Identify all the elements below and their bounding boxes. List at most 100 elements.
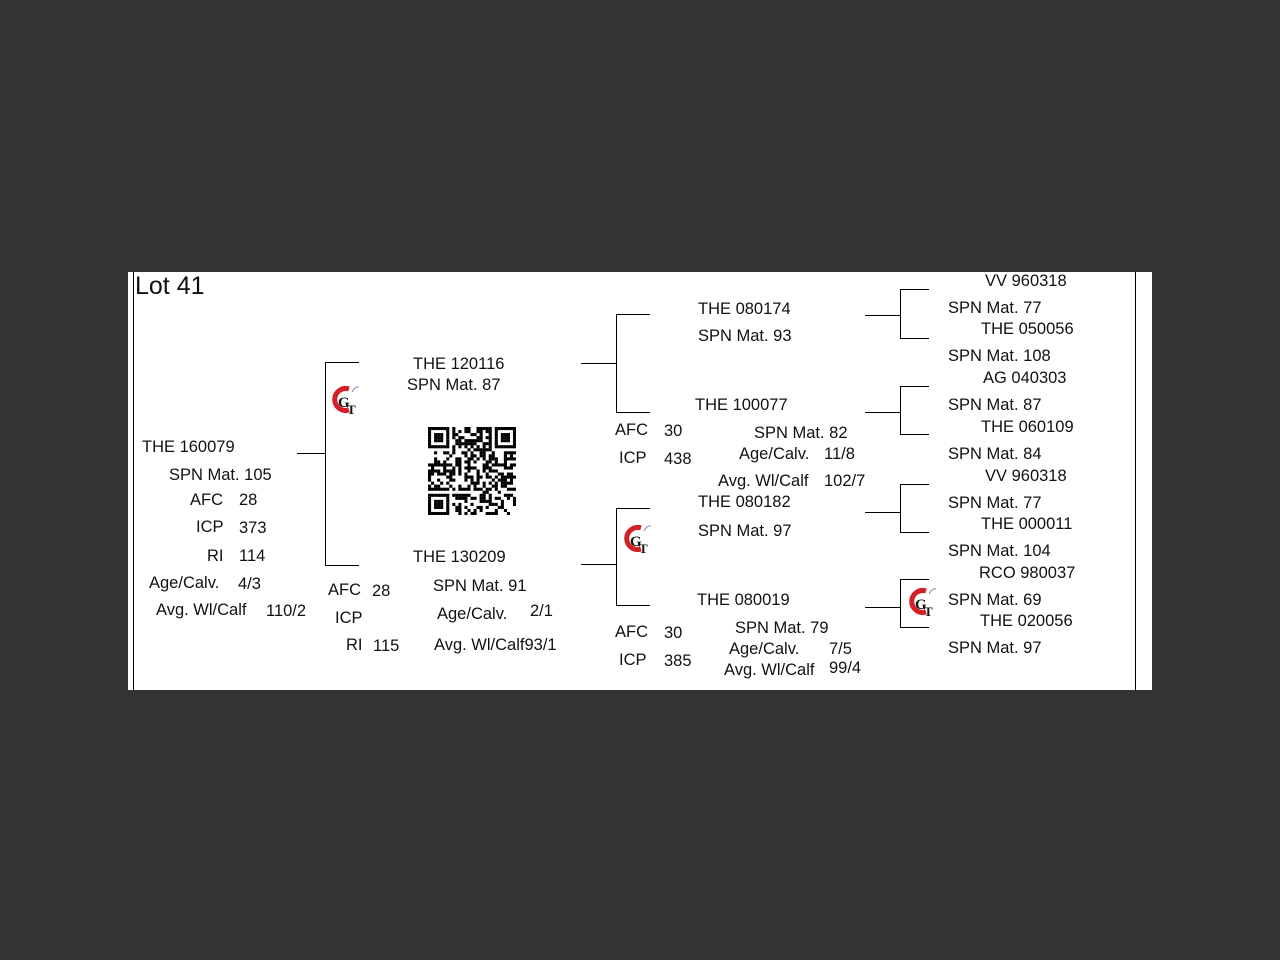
connector xyxy=(616,508,617,605)
qr-module xyxy=(470,439,474,443)
qr-module xyxy=(512,427,516,431)
svg-text:G: G xyxy=(338,395,350,411)
qr-module xyxy=(452,451,456,455)
qr-module xyxy=(458,493,462,497)
gen3-8-spn: SPN Mat. 97 xyxy=(948,639,1042,657)
qr-module xyxy=(473,433,477,437)
qr-module xyxy=(470,466,474,470)
ds-spn: SPN Mat. 97 xyxy=(698,522,792,540)
qr-module xyxy=(485,472,489,476)
qr-module xyxy=(434,439,438,443)
qr-module xyxy=(491,478,495,482)
qr-module xyxy=(428,463,432,467)
qr-module xyxy=(434,457,438,461)
qr-module xyxy=(434,493,438,497)
gen3-6-id: THE 000011 xyxy=(981,515,1073,533)
qr-module xyxy=(467,463,471,467)
qr-module xyxy=(467,457,471,461)
dd-afc-label: AFC xyxy=(615,623,648,641)
qr-module xyxy=(482,493,486,497)
qr-module xyxy=(440,436,444,440)
gen3-4-spn: SPN Mat. 84 xyxy=(948,445,1042,463)
gen3-7-id: RCO 980037 xyxy=(979,564,1076,582)
qr-module xyxy=(473,460,477,464)
qr-module xyxy=(431,487,435,491)
connector xyxy=(900,386,929,387)
qr-module xyxy=(488,445,492,449)
qr-module xyxy=(443,469,447,473)
qr-module xyxy=(437,445,441,449)
svg-text:G: G xyxy=(915,597,927,613)
animal-icp: 373 xyxy=(239,519,267,537)
qr-module xyxy=(431,427,435,431)
qr-module xyxy=(428,502,432,506)
qr-module xyxy=(482,451,486,455)
qr-module xyxy=(506,451,510,455)
qr-module xyxy=(470,445,474,449)
qr-module xyxy=(500,502,504,506)
qr-module xyxy=(458,469,462,473)
sd-id: THE 100077 xyxy=(695,396,788,414)
svg-text:T: T xyxy=(347,402,356,417)
connector xyxy=(325,362,359,363)
connector xyxy=(616,508,650,509)
gen3-5-id: VV 960318 xyxy=(985,467,1067,485)
qr-module xyxy=(500,427,504,431)
qr-module xyxy=(428,472,432,476)
qr-module xyxy=(473,511,477,515)
connector xyxy=(900,484,929,485)
sd-age-label: Age/Calv. xyxy=(739,445,810,463)
gt-logo-icon: G T xyxy=(332,386,360,417)
qr-module xyxy=(461,436,465,440)
qr-module xyxy=(494,487,498,491)
qr-module xyxy=(485,430,489,434)
connector xyxy=(297,453,325,454)
qr-module xyxy=(458,508,462,513)
connector xyxy=(865,607,900,608)
connector xyxy=(325,565,359,566)
qr-module xyxy=(470,475,474,479)
qr-module xyxy=(503,478,507,482)
qr-module xyxy=(488,442,492,446)
qr-module xyxy=(437,472,441,476)
qr-module xyxy=(479,499,483,503)
qr-module xyxy=(479,493,483,497)
qr-module xyxy=(509,478,514,482)
qr-module xyxy=(506,445,510,449)
qr-module xyxy=(482,496,486,500)
qr-module xyxy=(497,472,501,476)
qr-module xyxy=(428,445,432,449)
gen3-4-id: THE 060109 xyxy=(981,418,1074,436)
qr-module xyxy=(494,463,498,467)
qr-module xyxy=(509,451,514,455)
qr-module xyxy=(488,427,492,431)
gen3-8-id: THE 020056 xyxy=(980,612,1073,630)
gt-logo-icon: G T xyxy=(624,525,652,556)
dd-afc: 30 xyxy=(664,624,683,642)
dam-ri-label: RI xyxy=(346,636,363,654)
qr-module xyxy=(488,436,492,440)
right-border xyxy=(1135,272,1152,690)
qr-module xyxy=(476,472,480,476)
connector xyxy=(900,579,929,580)
qr-module xyxy=(473,484,477,488)
qr-module xyxy=(479,496,483,500)
qr-module xyxy=(503,466,507,470)
qr-module xyxy=(452,448,456,452)
qr-module xyxy=(440,502,444,506)
qr-module xyxy=(506,427,510,431)
qr-module xyxy=(494,508,498,513)
qr-module xyxy=(482,445,486,449)
qr-module xyxy=(485,505,489,509)
qr-module xyxy=(452,436,456,440)
qr-module xyxy=(464,487,468,491)
qr-module xyxy=(479,427,483,431)
qr-module xyxy=(449,469,453,473)
qr-module xyxy=(506,487,510,491)
qr-module xyxy=(509,487,514,491)
qr-module xyxy=(437,427,441,431)
qr-module xyxy=(434,511,438,515)
gen3-3-spn: SPN Mat. 87 xyxy=(948,396,1042,414)
qr-module xyxy=(458,436,462,440)
qr-module xyxy=(464,466,468,470)
